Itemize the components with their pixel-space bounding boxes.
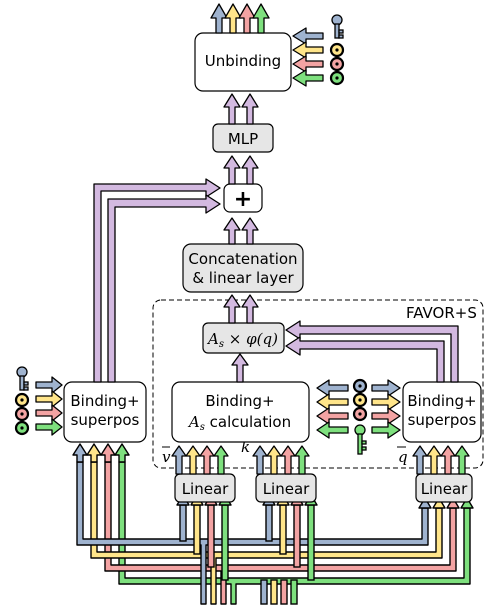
svg-text:+: + (234, 187, 252, 212)
linear-k-block: Linear (255, 473, 317, 503)
linear-to-binding-arrows (171, 445, 470, 475)
mlp-block: MLP (212, 123, 274, 153)
key-icon (331, 14, 344, 39)
concatenation-block: Concatenation & linear layer (182, 243, 304, 293)
svg-text:k: k (241, 438, 250, 456)
mid-key-icons (352, 378, 368, 455)
left-key-arrows (35, 376, 63, 436)
linear-k-label: Linear (263, 480, 310, 498)
svg-text:Unbinding: Unbinding (205, 52, 281, 70)
ring-key-blue-icon (352, 378, 368, 394)
svg-text:q: q (398, 448, 408, 466)
key-icon (354, 424, 367, 455)
vector-label-q: q (397, 446, 408, 466)
favor-region (152, 299, 484, 469)
input-wires (76, 461, 471, 605)
svg-text:As × φ(q): As × φ(q) (206, 330, 278, 350)
svg-text:MLP: MLP (228, 130, 258, 148)
ring-key-green-icon (329, 70, 345, 86)
linear-v-label: Linear (182, 480, 229, 498)
ring-key-yellow-icon (329, 42, 345, 58)
linear-q-label: Linear (421, 480, 468, 498)
product-to-concat-arrows (223, 294, 259, 324)
binding-as-calculation: Binding+ As calculation (171, 381, 310, 443)
ring-key-red-icon (329, 56, 345, 72)
favor-label: FAVOR+S (406, 304, 477, 322)
ring-key-green-icon (14, 420, 30, 436)
svg-text:superpos: superpos (408, 411, 477, 429)
linear-v-block: Linear (174, 473, 236, 503)
residual-arrows (93, 178, 221, 383)
svg-text:Binding+: Binding+ (407, 392, 476, 410)
mid-key-arrows (316, 379, 401, 439)
mlp-to-unbinding-arrows (223, 93, 259, 125)
ring-key-red-icon (352, 406, 368, 422)
ring-key-yellow-icon (14, 392, 30, 408)
linear-q-block: Linear (415, 473, 473, 503)
svg-text:& linear layer: & linear layer (192, 269, 294, 287)
svg-text:v: v (162, 448, 171, 466)
binding-superpos-right: Binding+ superpos (402, 381, 482, 443)
svg-text:Concatenation: Concatenation (188, 250, 297, 268)
as-phi-q-block: As × φ(q) (202, 322, 285, 354)
unbinding-key-arrows (292, 27, 324, 87)
svg-text:As calculation: As calculation (187, 413, 291, 433)
unbinding-block: Unbinding (194, 32, 292, 92)
svg-text:superpos: superpos (71, 411, 140, 429)
vector-label-v: v (162, 446, 171, 466)
plus-block: + (223, 183, 263, 213)
svg-text:Binding+: Binding+ (205, 392, 274, 410)
output-arrows (210, 3, 270, 34)
as-to-product-arrow (231, 353, 249, 383)
concat-to-plus-arrows (223, 217, 259, 245)
ring-key-red-icon (14, 406, 30, 422)
left-key-icons (14, 366, 30, 436)
left-binding-input-arrows (72, 443, 130, 463)
svg-text:Binding+: Binding+ (70, 392, 139, 410)
binding-superpos-left: Binding+ superpos (63, 381, 147, 443)
q-to-product-arrows (285, 320, 459, 383)
ring-key-yellow-icon (352, 392, 368, 408)
unbinding-key-icons (329, 14, 345, 86)
key-icon (16, 366, 29, 391)
plus-to-mlp-arrows (223, 155, 259, 185)
